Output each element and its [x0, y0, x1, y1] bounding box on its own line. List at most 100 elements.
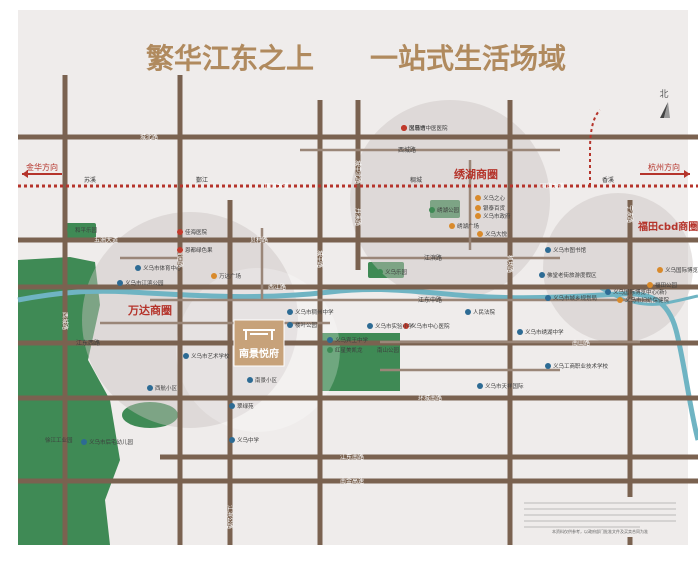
poi-marker[interactable]: 恩都绿色果: [177, 246, 213, 254]
poi-marker[interactable]: 南景小区: [247, 376, 278, 384]
poi-marker[interactable]: 福田公园: [647, 281, 678, 289]
poi-marker[interactable]: 人民法院: [465, 308, 496, 316]
poi-pin-icon: [475, 213, 481, 219]
poi-pin-icon: [135, 265, 141, 271]
poi-pin-icon: [475, 195, 481, 201]
poi-label: 义乌大悦: [485, 230, 508, 238]
poi-marker[interactable]: 义乌国际博览中心: [657, 266, 698, 274]
poi-marker[interactable]: 义乌乐园: [377, 268, 408, 276]
poi-label: 义乌中学: [237, 436, 260, 444]
disclaimer-box: [520, 497, 680, 537]
poi-pin-icon: [229, 437, 235, 443]
poi-label: 义乌工商职业技术学校: [553, 362, 609, 370]
poi-marker[interactable]: 义乌市实验小学: [367, 322, 414, 330]
poi-pin-icon: [477, 383, 483, 389]
poi-label: 银泰百货: [483, 204, 506, 212]
poi-pin-icon: [401, 125, 407, 131]
poi-label: 绣湖公园: [437, 206, 460, 214]
poi-pin-icon: [287, 309, 293, 315]
poi-marker[interactable]: 南山公园: [369, 346, 400, 354]
poi-label: 义乌市妇幼保健院: [625, 296, 670, 304]
poi-label: 绣湖广场: [457, 222, 480, 230]
svg-text:杭州方向: 杭州方向: [648, 162, 680, 172]
poi-label: 人民法院: [473, 308, 496, 316]
poi-pin-icon: [429, 207, 435, 213]
road-label-beijing: 贝村路: [250, 236, 268, 244]
poi-marker[interactable]: 义乌大悦: [477, 230, 508, 238]
poi-pin-icon: [377, 269, 383, 275]
poi-marker[interactable]: 义乌市中心医院: [403, 322, 450, 330]
road-label-huanchengnan: 环城南路: [418, 394, 442, 402]
north-compass-icon: 北: [659, 89, 670, 118]
road-label-jiangbing: 江滨公路: [226, 505, 234, 529]
poi-marker[interactable]: 义乌工商职业技术学校: [545, 362, 609, 370]
poi-pin-icon: [545, 247, 551, 253]
river-yiwu: [17, 286, 698, 441]
road-label-guomao-e: 国贸大道: [540, 182, 564, 190]
poi-marker[interactable]: 义乌之心: [475, 194, 506, 202]
poi-pin-icon: [545, 363, 551, 369]
poi-marker[interactable]: 义乌市体育中心: [135, 264, 182, 272]
poi-label: 西航小区: [155, 384, 178, 392]
poi-marker[interactable]: 义乌市后宅幼儿园: [81, 438, 134, 446]
poi-label: 义乌市稠州中学: [295, 308, 334, 316]
poi-label: 义乌市图书馆: [553, 246, 587, 254]
road-label-xijiang: 西江路: [268, 283, 286, 291]
poi-marker[interactable]: 义乌市稠州中学: [287, 308, 334, 316]
poi-label: 楼叶公园: [295, 321, 318, 329]
poi-label: 义乌市体育中心: [143, 264, 182, 272]
poi-marker[interactable]: 义乌市江滨公园: [117, 279, 164, 287]
poi-pin-icon: [477, 231, 483, 237]
poi-marker[interactable]: 西航小区: [147, 384, 178, 392]
poi-marker[interactable]: 翠绿苑: [229, 402, 254, 410]
svg-text:稠城: 稠城: [410, 176, 422, 184]
road-label-nanjin: 南金高速: [340, 477, 364, 485]
road-label-jiangdong-mid: 江东中路: [418, 296, 442, 304]
poi-marker[interactable]: 徐江工业园: [37, 436, 73, 444]
poi-marker[interactable]: 国展馆: [401, 124, 426, 132]
poi-label: 红星美凯龙: [335, 346, 363, 354]
poi-pin-icon: [327, 347, 333, 353]
poi-label: 国展馆: [409, 124, 426, 132]
road-label-jiangdong-s: 江东南路: [340, 453, 364, 461]
poi-marker[interactable]: 绣湖广场: [449, 222, 480, 230]
poi-label: 恩都绿色果: [185, 246, 213, 254]
poi-marker[interactable]: 和平乐园: [67, 226, 98, 234]
poi-marker[interactable]: 万达广场: [211, 272, 242, 280]
poi-marker[interactable]: 红星美凯龙: [327, 346, 363, 354]
poi-marker[interactable]: 佳海医院: [177, 228, 208, 236]
poi-marker[interactable]: 义乌中学: [229, 436, 260, 444]
poi-marker[interactable]: 义乌市政府: [475, 212, 511, 220]
poi-marker[interactable]: 义乌市城乡规划局: [545, 294, 597, 302]
poi-marker[interactable]: 义乌市天祥国际: [477, 382, 524, 390]
project-name: 南景悦府: [239, 347, 279, 360]
poi-marker[interactable]: 佛堂老街旅游度假区: [539, 271, 597, 279]
gate-icon: [243, 329, 275, 340]
poi-pin-icon: [449, 223, 455, 229]
poi-label: 义乌市中心医院: [411, 322, 450, 330]
poi-marker[interactable]: 银泰百货: [475, 204, 506, 212]
poi-label: 徐江工业园: [45, 436, 73, 444]
poi-marker[interactable]: 义乌市妇幼保健院: [617, 296, 670, 304]
poi-pin-icon: [475, 205, 481, 211]
poi-marker[interactable]: 义乌国际博览中心(新): [605, 288, 667, 296]
poi-pin-icon: [147, 385, 153, 391]
project-marker[interactable]: 南景悦府: [233, 319, 285, 367]
poi-label: 义乌国际博览中心(新): [613, 288, 667, 296]
poi-pin-icon: [117, 280, 123, 286]
poi-marker[interactable]: 义乌市图书馆: [545, 246, 587, 254]
poi-label: 义乌市江滨公园: [125, 279, 164, 287]
svg-text:鄞江: 鄞江: [196, 176, 208, 184]
poi-marker[interactable]: 义乌市绣湖中学: [517, 328, 564, 336]
poi-pin-icon: [37, 437, 43, 443]
poi-pin-icon: [605, 289, 611, 295]
poi-pin-icon: [81, 439, 87, 445]
poi-label: 义乌市后宅幼儿园: [89, 438, 134, 446]
poi-marker[interactable]: 义乌宾王中学: [327, 336, 369, 344]
poi-label: 义乌市天祥国际: [485, 382, 524, 390]
poi-marker[interactable]: 绣湖公园: [429, 206, 460, 214]
poi-pin-icon: [545, 295, 551, 301]
road-label-chengzhong: 城中路: [316, 250, 324, 268]
poi-marker[interactable]: 楼叶公园: [287, 321, 318, 329]
poi-marker[interactable]: 义乌市艺术学校: [183, 352, 230, 360]
